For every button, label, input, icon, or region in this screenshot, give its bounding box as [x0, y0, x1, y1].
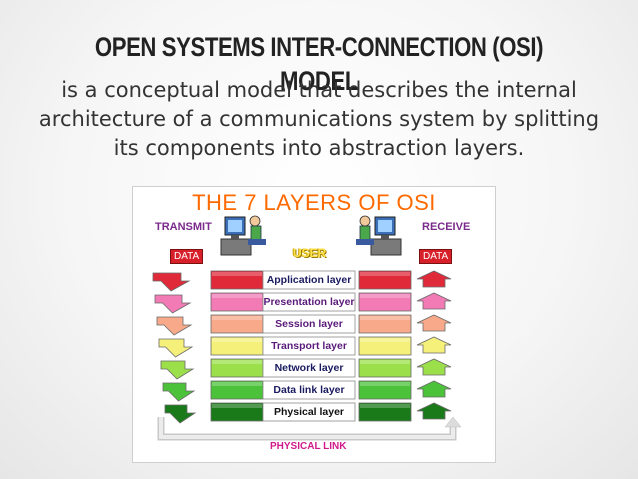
transmit-arrow-3 — [156, 316, 193, 336]
right-layer-block-4 — [358, 336, 412, 356]
data-tag-left: DATA — [170, 249, 204, 264]
slide-title: OPEN SYSTEMS INTER-CONNECTION (OSI) MODE… — [94, 32, 544, 96]
osi-diagram: THE 7 LAYERS OF OSI TRANSMIT RECEIVE DAT… — [132, 186, 496, 463]
user-label: USER — [293, 246, 327, 260]
transmit-arrow-5 — [160, 360, 195, 380]
layer-label-6: Data link layer — [273, 384, 345, 396]
transmit-arrow-2 — [154, 294, 192, 314]
right-layer-block-1 — [358, 270, 412, 290]
layer-block-highlight — [360, 316, 410, 320]
layer-block-highlight — [212, 316, 262, 320]
transmit-arrow-4 — [158, 338, 194, 358]
layer-block-highlight — [360, 404, 410, 408]
transmit-arrow-1 — [152, 272, 191, 292]
receive-label: RECEIVE — [422, 221, 471, 233]
right-layer-block-6 — [358, 380, 412, 400]
right-layer-block-7 — [358, 402, 412, 422]
receive-arrow-4 — [416, 336, 452, 354]
layer-label-box-5 — [262, 358, 356, 378]
osi-diagram-title: THE 7 LAYERS OF OSI — [192, 190, 436, 215]
layer-block-highlight — [212, 404, 262, 408]
layer-label-1: Application layer — [266, 274, 352, 286]
receive-arrow-1 — [416, 270, 452, 288]
physical-link-path — [157, 416, 462, 441]
receive-arrow-2 — [416, 292, 452, 310]
layer-block-highlight — [360, 382, 410, 386]
layer-label-4: Transport layer — [271, 340, 347, 352]
layer-block-highlight — [212, 294, 262, 298]
layer-block-highlight — [212, 360, 262, 364]
transmit-label: TRANSMIT — [155, 221, 212, 233]
layer-block-highlight — [212, 338, 262, 342]
layer-block-highlight — [360, 272, 410, 276]
layer-label-box-4 — [262, 336, 356, 356]
layer-block-highlight — [360, 338, 410, 342]
layer-block-highlight — [212, 382, 262, 386]
receive-arrow-7 — [416, 402, 452, 420]
right-layer-block-3 — [358, 314, 412, 334]
receive-arrow-5 — [416, 358, 452, 376]
layer-label-box-6 — [262, 380, 356, 400]
slide-body-text: is a conceptual model that describes the… — [38, 78, 600, 160]
layer-block-highlight — [360, 294, 410, 298]
layer-label-3: Session layer — [275, 318, 343, 330]
layer-label-box-2 — [262, 292, 356, 312]
layer-label-box-7 — [262, 402, 356, 422]
transmit-arrow-7 — [164, 404, 197, 424]
layer-label-2: Presentation layer — [263, 296, 355, 308]
right-layer-block-2 — [358, 292, 412, 312]
left-computer-icon — [220, 215, 266, 256]
right-computer-icon — [356, 215, 402, 256]
layer-label-box-3 — [262, 314, 356, 334]
right-layer-block-5 — [358, 358, 412, 378]
layer-label-7: Physical layer — [273, 406, 345, 418]
receive-arrow-6 — [416, 380, 452, 398]
data-tag-right: DATA — [419, 249, 453, 264]
receive-arrow-3 — [416, 314, 452, 332]
layer-label-5: Network layer — [274, 362, 344, 374]
layer-label-box-1 — [262, 270, 356, 290]
physical-link-label: PHYSICAL LINK — [270, 441, 347, 452]
osi-diagram-graphics — [152, 215, 462, 441]
transmit-arrow-6 — [162, 382, 196, 402]
layer-block-highlight — [360, 360, 410, 364]
layer-block-highlight — [212, 272, 262, 276]
